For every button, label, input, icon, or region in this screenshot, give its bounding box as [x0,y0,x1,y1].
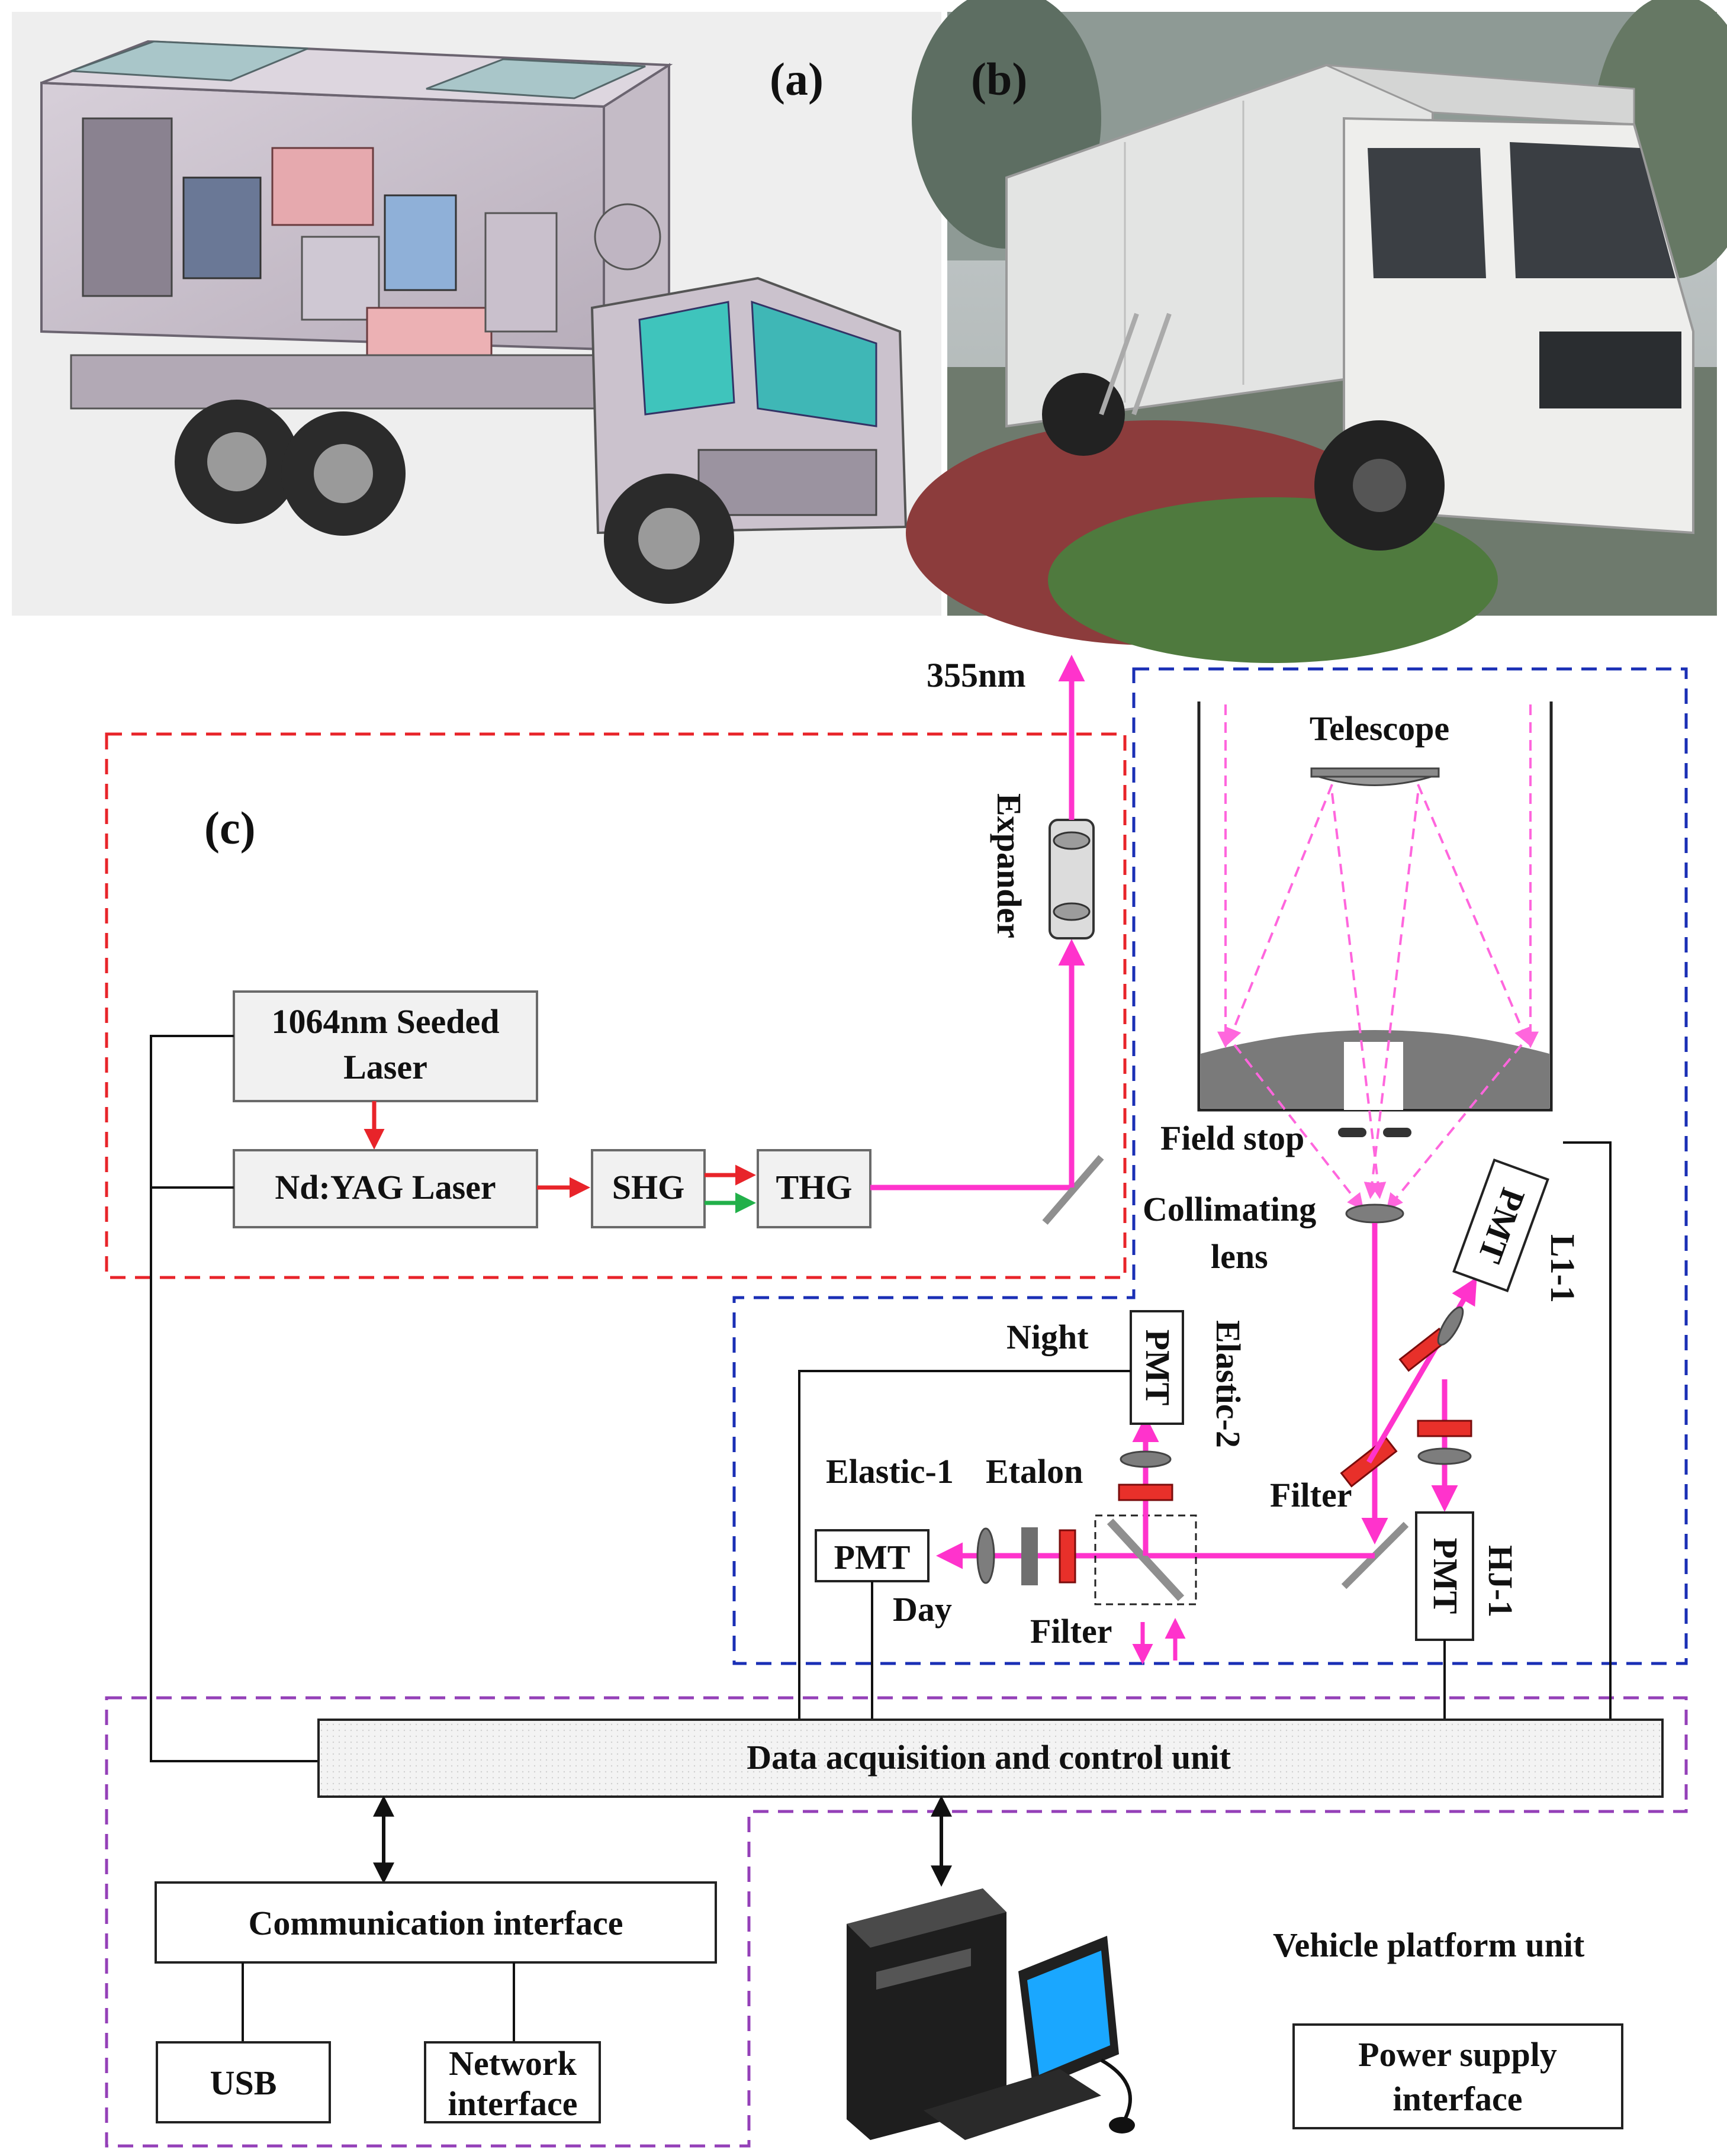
power-label-1: Power supply [1358,2035,1557,2074]
shg-label: SHG [612,1168,685,1206]
power-label-2: interface [1393,2080,1523,2118]
computer-icon [847,1888,1135,2140]
l1-1-lens [1437,1306,1464,1346]
day-label: Day [893,1590,952,1629]
day-lens [976,1527,995,1584]
panel-a-cad-truck: (a) [12,12,941,616]
pmt-night-label: PMT [1139,1330,1177,1406]
panel-b-label: (b) [971,53,1027,105]
thg-label: THG [776,1168,853,1206]
etalon-filter [1118,1484,1173,1501]
panel-c-label: (c) [204,802,256,854]
elastic-1-label: Elastic-1 [826,1452,954,1491]
ndyag-label: Nd:YAG Laser [275,1168,496,1206]
comm-label: Communication interface [248,1904,623,1942]
network-label-1: Network [449,2044,577,2083]
telescope [1197,701,1553,1211]
night-lens [1120,1450,1172,1468]
collimating-label-2: lens [1211,1237,1268,1276]
lower-turning-mirror [1341,1521,1409,1589]
hj-1-label: HJ-1 [1481,1545,1520,1617]
expander [1049,819,1095,939]
pmt-hj-1-label: PMT [1426,1538,1465,1614]
usb-box: USB [156,2041,331,2123]
control-region-border [105,1696,1688,2148]
wavelength-label: 355nm [927,656,1026,694]
elastic-2-label: Elastic-2 [1209,1320,1247,1448]
field-stop [1338,1128,1411,1137]
telescope-label: Telescope [1310,709,1449,748]
vehicle-platform-label: Vehicle platform unit [1273,1926,1585,1964]
turning-mirror [1042,1155,1104,1225]
transmitter-region-border [105,732,1127,1279]
pmt-hj-1: PMT [1415,1511,1474,1641]
hj-1-lens [1417,1447,1472,1465]
receiver-region-border [732,667,1688,1665]
panel-b-truck-photo: (b) [906,0,1727,663]
seeded-laser-label-2: Laser [343,1048,427,1086]
pmt-day-label: PMT [834,1538,911,1576]
seeded-laser-box: 1064nm Seeded Laser [233,990,538,1102]
day-etalon [1021,1527,1038,1585]
etalon-label: Etalon [986,1452,1083,1491]
expander-label: Expander [990,793,1028,938]
daq-box: Data acquisition and control unit [317,1719,1664,1798]
network-label-2: interface [448,2084,578,2123]
wire-seeded-laser [150,1035,319,1762]
wire-l1-1-pmt [1563,1141,1612,1720]
panel-c-schematic: (c) 1064nm Seeded Laser Nd:YAG Laser SHG… [105,655,1688,2148]
collimating-lens [1345,1204,1404,1224]
filter-right-label: Filter [1270,1476,1352,1514]
beam-splitter-mirror [1107,1518,1185,1601]
comm-interface-box: Communication interface [155,1881,717,1964]
network-interface-box: Network interface [424,2041,601,2123]
daq-label: Data acquisition and control unit [747,1738,1231,1777]
shg-box: SHG [591,1149,706,1228]
seeded-laser-label-1: 1064nm Seeded [271,1002,499,1041]
pmt-l1-1: PMT [1452,1159,1549,1292]
usb-label: USB [210,2064,277,2102]
pmt-night: PMT [1130,1310,1184,1425]
field-stop-label: Field stop [1160,1119,1304,1157]
panel-a-label: (a) [770,53,824,105]
thg-box: THG [757,1149,871,1228]
ndyag-laser-box: Nd:YAG Laser [233,1149,538,1228]
hj-1-filter [1417,1420,1472,1437]
collimating-label-1: Collimating [1143,1190,1316,1228]
night-label: Night [1006,1318,1089,1356]
day-filter [1059,1529,1076,1584]
wire-night-pmt [798,1370,1131,1720]
power-supply-box: Power supply interface [1292,2023,1623,2129]
l1-1-label: L1-1 [1543,1234,1582,1303]
pmt-day: PMT [815,1529,930,1582]
filter-bottom-label: Filter [1030,1612,1112,1650]
